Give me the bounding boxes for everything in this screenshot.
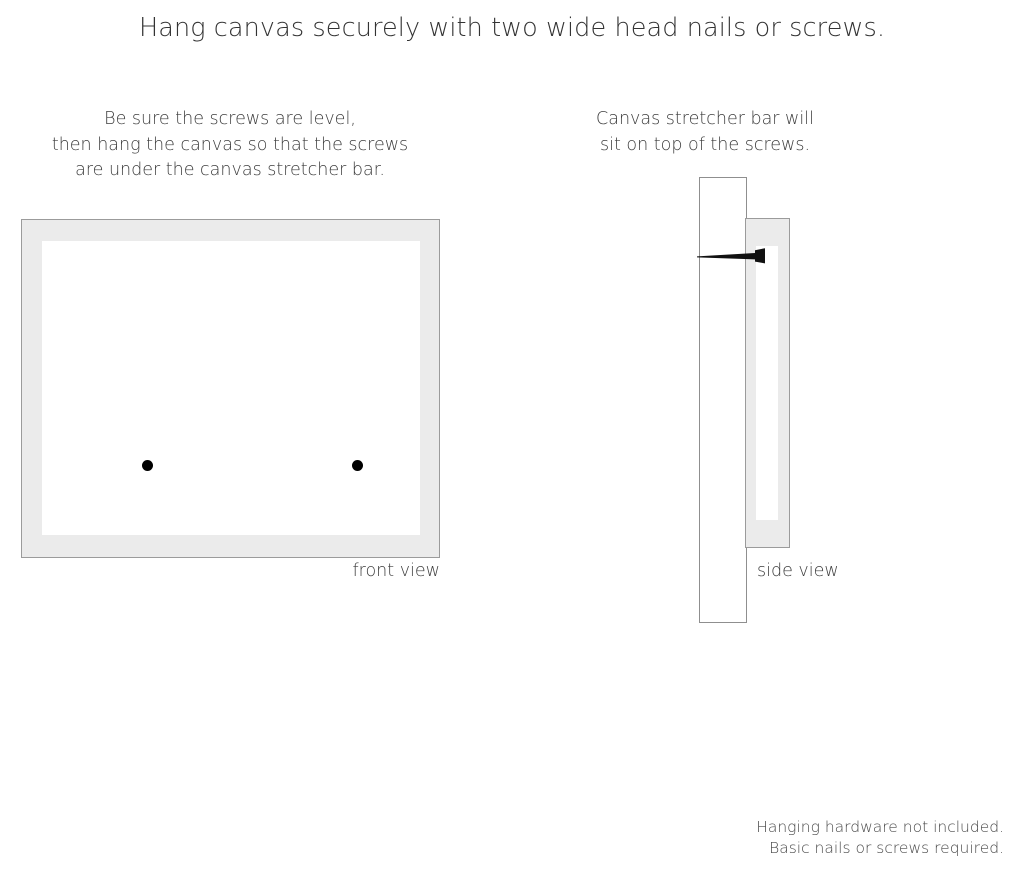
front-view-label: front view [352,561,441,581]
front-view-caption-line-1: Be sure the screws are level, [104,109,356,129]
front-view-canvas-face [42,241,420,535]
screw-head-icon-left [142,460,153,471]
side-view-wall [699,177,747,623]
front-view-caption-line-2: then hang the canvas so that the screws [51,134,409,155]
footer-note-line-2: Basic nails or screws required. [769,839,1004,857]
footer-note: Hanging hardware not included. Basic nai… [584,817,1004,859]
front-view-caption-line-3: are under the canvas stretcher bar. [75,160,385,180]
side-view-caption-line-1: Canvas stretcher bar will [596,109,814,129]
screw-side-icon [697,248,765,264]
front-view-canvas-frame [21,219,440,558]
page-title: Hang canvas securely with two wide head … [138,13,886,43]
side-view-label: side view [757,561,839,581]
screw-head-icon-right [352,460,363,471]
side-view-canvas-face [756,246,778,520]
side-view-stretcher-bar [745,218,790,548]
front-view-caption: Be sure the screws are level, then hang … [20,107,440,184]
footer-note-line-1: Hanging hardware not included. [756,818,1004,836]
side-view-caption-line-2: sit on top of the screws. [599,134,811,155]
side-view-caption: Canvas stretcher bar will sit on top of … [560,107,850,158]
